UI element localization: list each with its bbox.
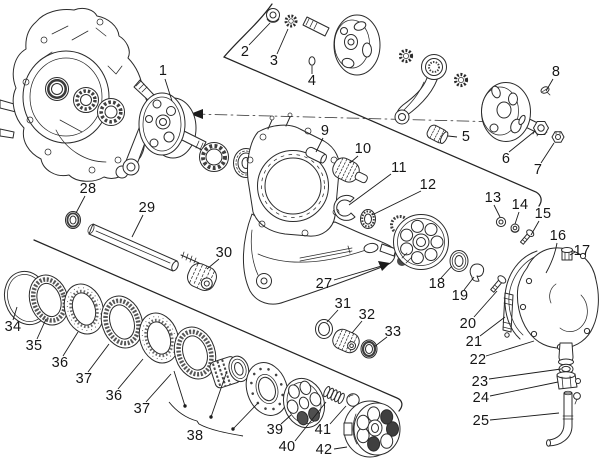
main-bearing-drawing — [199, 142, 229, 172]
callout-25: 25 — [472, 413, 490, 429]
seal-drawing-33 — [360, 339, 378, 359]
centerline-arrow — [190, 109, 541, 124]
nut-drawing-2 — [266, 8, 280, 23]
nut-drawing-14 — [510, 223, 520, 233]
callout-36-b: 36 — [105, 388, 123, 404]
callout-8: 8 — [551, 64, 561, 80]
pressure-plate-drawing-39 — [282, 377, 326, 429]
callout-21: 21 — [465, 334, 483, 350]
callout-34: 34 — [4, 319, 22, 335]
callout-leaders — [12, 22, 576, 450]
steel-disc-drawing-36a — [63, 283, 105, 335]
connecting-rod-drawing — [394, 54, 447, 125]
callout-18: 18 — [428, 276, 446, 292]
callout-7: 7 — [533, 162, 543, 178]
friction-disc-drawing-37b — [173, 326, 217, 380]
callout-35: 35 — [25, 338, 43, 354]
crankshaft-drawing — [115, 79, 207, 179]
star-washer-drawing-a — [398, 48, 414, 64]
callout-6: 6 — [501, 151, 511, 167]
nut-drawing-13 — [495, 216, 507, 228]
nut-drawing-7 — [551, 131, 565, 143]
nut-drawing-6 — [533, 121, 549, 136]
arrow-right-icon — [378, 261, 390, 271]
callout-33: 33 — [384, 324, 402, 340]
roller-cage-drawing-5 — [426, 124, 449, 144]
callout-2: 2 — [240, 44, 250, 60]
spring-drawing-40 — [323, 386, 345, 404]
callout-5: 5 — [461, 129, 471, 145]
callout-14: 14 — [511, 197, 529, 213]
roller-bearing-drawing-32 — [332, 328, 360, 354]
callout-30: 30 — [215, 245, 233, 261]
seal-drawing-28 — [65, 211, 81, 229]
callout-22: 22 — [469, 352, 487, 368]
callout-42: 42 — [315, 442, 333, 458]
roller-bearing-drawing-10 — [332, 157, 368, 184]
arrow-left-icon — [190, 109, 203, 119]
callout-9: 9 — [320, 123, 330, 139]
roller-bearing-drawing-30 — [187, 263, 217, 291]
callout-28: 28 — [79, 181, 97, 197]
star-washer-drawing-3 — [284, 14, 298, 28]
friction-disc-drawing-37a — [100, 295, 144, 349]
callout-16: 16 — [549, 228, 567, 244]
callout-12: 12 — [419, 177, 437, 193]
pin-drawing-4 — [308, 56, 316, 66]
callout-31: 31 — [334, 296, 352, 312]
star-washer-drawing-b — [453, 72, 469, 88]
pushrod-drawing-29 — [87, 223, 200, 272]
ball-drawing-41 — [346, 393, 360, 407]
callout-39: 39 — [266, 422, 284, 438]
gasket-drawing-16 — [504, 250, 540, 340]
callout-36-a: 36 — [51, 355, 69, 371]
steel-disc-drawing-36b — [138, 312, 180, 364]
callout-17: 17 — [573, 243, 591, 259]
callout-23: 23 — [471, 374, 489, 390]
screw-drawing-15 — [519, 229, 535, 245]
clutch-drum-drawing — [379, 214, 449, 270]
callout-38: 38 — [186, 428, 204, 444]
clutch-cover-drawing — [516, 247, 599, 366]
callout-40: 40 — [278, 439, 296, 455]
callout-41: 41 — [314, 422, 332, 438]
clutch-bell-drawing-42 — [343, 400, 401, 458]
callout-24: 24 — [472, 390, 490, 406]
washer-drawing-18 — [449, 250, 469, 272]
bearing-ring-drawing-12 — [360, 209, 376, 229]
left-crankcase-drawing — [0, 7, 149, 182]
callout-13: 13 — [484, 190, 502, 206]
callout-27: 27 — [315, 276, 333, 292]
callout-3: 3 — [269, 53, 279, 69]
pipe-drawing-25 — [546, 390, 581, 447]
bolt-drawing-20 — [490, 275, 507, 293]
screw-drawing-8 — [540, 86, 551, 96]
separator-lines — [33, 3, 542, 412]
steel-plate-drawing — [245, 362, 289, 416]
callout-15: 15 — [534, 206, 552, 222]
washer-drawing-31 — [315, 319, 333, 339]
hub-gear-drawing — [209, 355, 250, 389]
callout-37-a: 37 — [75, 371, 93, 387]
union-drawing-24 — [556, 371, 581, 390]
callout-37-b: 37 — [133, 401, 151, 417]
oring-drawing-23 — [558, 363, 574, 375]
half-ring-drawing-11 — [333, 194, 356, 221]
callout-10: 10 — [354, 141, 372, 157]
callout-19: 19 — [451, 288, 469, 304]
callout-1: 1 — [158, 63, 168, 79]
callout-32: 32 — [358, 307, 376, 323]
callout-29: 29 — [138, 200, 156, 216]
callout-20: 20 — [459, 316, 477, 332]
cap-drawing-17 — [561, 247, 573, 261]
flywheel-left-drawing — [302, 14, 381, 76]
flywheel-right-drawing — [481, 82, 545, 142]
callout-4: 4 — [307, 73, 317, 89]
pin-drawing-9 — [305, 146, 327, 164]
callout-11: 11 — [391, 160, 407, 176]
